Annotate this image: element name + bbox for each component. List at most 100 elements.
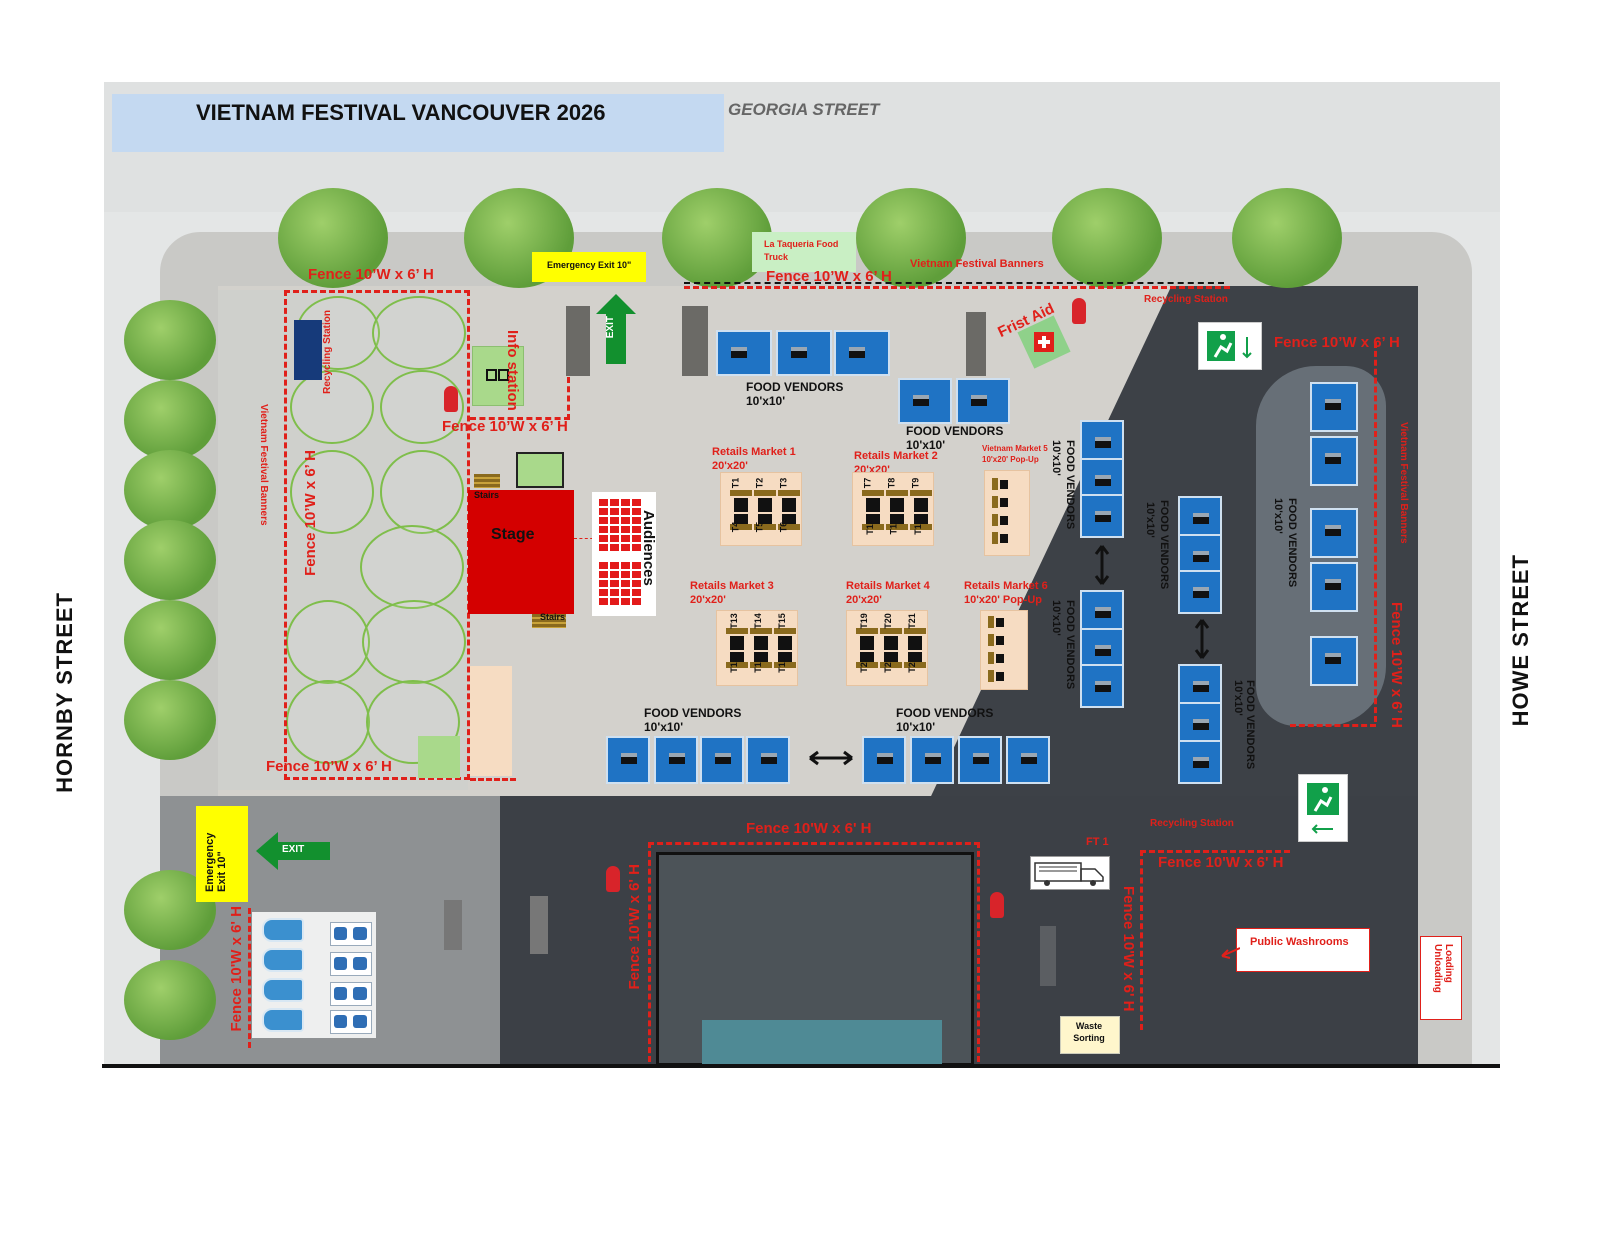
audience-seat — [620, 525, 631, 534]
street-tree — [1232, 188, 1342, 288]
audience-seat — [598, 525, 609, 534]
plan-tree — [380, 450, 464, 534]
food-vendor-booth — [1178, 496, 1222, 540]
market-table-top — [726, 628, 748, 634]
food-vendors-label: FOOD VENDORS — [644, 706, 742, 720]
food-vendor-booth — [956, 378, 1010, 424]
fence-washroom-side — [1140, 850, 1143, 1030]
backstage-box — [516, 452, 564, 488]
street-tree — [1052, 188, 1162, 288]
fire-extinguisher-icon — [1072, 298, 1086, 324]
popup-table — [1000, 480, 1008, 489]
emergency-exit-left-sign — [196, 806, 248, 902]
market-table-top — [904, 662, 926, 668]
market-3-size: 20'x20' — [690, 594, 726, 606]
market-table-top — [880, 628, 902, 634]
audience-seat — [609, 588, 620, 597]
stage-sightline — [574, 538, 604, 539]
plan-tree — [290, 450, 374, 534]
handwash-station-icon — [330, 982, 372, 1006]
audience-seat — [609, 597, 620, 606]
handwash-station-icon — [330, 922, 372, 946]
howe-street-label: HOWE STREET — [1508, 554, 1533, 727]
fire-extinguisher-icon — [990, 892, 1004, 918]
audience-seat — [631, 525, 642, 534]
fence-plaza-bottom — [470, 778, 516, 781]
popup-table — [992, 532, 998, 544]
popup-table — [996, 636, 1004, 645]
stage-label: Stage — [491, 526, 535, 543]
food-vendor-booth — [910, 736, 954, 784]
recycling-bin-west — [294, 320, 322, 380]
food-truck-icon — [1030, 856, 1110, 890]
food-vendors-label: FOOD VENDORS — [906, 424, 1004, 438]
food-vendor-booth — [1310, 562, 1358, 612]
street-tree — [124, 450, 216, 530]
market-table-label: T15 — [776, 613, 787, 629]
banners-label-east: Vietnam Festival Banners — [1398, 422, 1409, 544]
food-vendor-booth — [1178, 702, 1222, 746]
popup-table — [988, 634, 994, 646]
market-table-label: T17 — [752, 657, 763, 673]
audience-seat — [620, 534, 631, 543]
market-3-name: Retails Market 3 — [690, 580, 774, 592]
market-table — [778, 636, 792, 650]
audience-seat — [631, 543, 642, 552]
bottom-edge-line — [102, 1064, 1500, 1068]
popup-table — [992, 496, 998, 508]
food-vendors-size: 10'x10' — [1232, 680, 1244, 716]
audiences-label: Audiences — [640, 510, 657, 586]
market-4-name: Retails Market 4 — [846, 580, 930, 592]
popup-table — [988, 616, 994, 628]
audience-seat — [631, 507, 642, 516]
audience-seat — [609, 507, 620, 516]
audience-seat — [631, 561, 642, 570]
market-table-top — [774, 628, 796, 634]
emergency-exit-top-label: Emergency Exit 10" — [547, 260, 632, 270]
market-table-label: T18 — [776, 657, 787, 673]
double-arrow-vertical-icon — [1094, 544, 1110, 586]
bench — [966, 312, 986, 376]
market-6-size: 10'x20' Pop-Up — [964, 594, 1042, 606]
food-vendor-booth — [700, 736, 744, 784]
double-arrow-vertical-icon — [1194, 618, 1210, 660]
audience-seat — [609, 561, 620, 570]
info-station-table-icon — [486, 368, 510, 381]
exit-arrow-up-text: EXIT — [605, 316, 616, 339]
popup-table — [1000, 534, 1008, 543]
audience-seat — [620, 561, 631, 570]
recycling-label-west: Recycling Station — [322, 310, 333, 394]
market-5-name: Vietnam Market 5 — [982, 444, 1048, 453]
food-vendor-booth — [1006, 736, 1050, 784]
food-vendor-booth — [898, 378, 952, 424]
hornby-street-label: HORNBY STREET — [52, 592, 77, 793]
audience-seat — [620, 570, 631, 579]
loading-zone-label: Loading Unloading — [1432, 944, 1454, 993]
public-washrooms-box — [1236, 928, 1370, 972]
audience-seat — [609, 498, 620, 507]
audience-seat — [598, 588, 609, 597]
audience-seat — [598, 579, 609, 588]
popup-table — [988, 652, 994, 664]
lawn-green-pad — [418, 736, 460, 778]
recycling-label-north: Recycling Station — [1144, 294, 1228, 305]
market-table-top — [778, 490, 800, 496]
market-table-label: T9 — [910, 477, 921, 489]
loading-zone-box — [1420, 936, 1462, 1020]
market-table-top — [774, 662, 796, 668]
fence-label-lawn-bottom: Fence 10’W x 6’ H — [266, 758, 392, 775]
fence-label-east-side: Fence 10’W x 6’ H — [1388, 602, 1405, 728]
page-title: VIETNAM FESTIVAL VANCOUVER 2026 — [196, 100, 606, 125]
bottom-building-roof — [702, 1020, 942, 1064]
food-vendors-size: 10'x10' — [1144, 502, 1156, 538]
audience-seat — [598, 516, 609, 525]
market-table-label: T2 — [754, 477, 765, 489]
stairs-bottom-label: Stairs — [540, 612, 566, 622]
market-table-label: T8 — [886, 477, 897, 489]
market-table-label: T24 — [906, 657, 917, 673]
fence-info — [470, 340, 570, 420]
street-tree — [124, 380, 216, 460]
fence-label-lower-west: Fence 10'W x 6' H — [626, 864, 643, 990]
market-table — [884, 636, 898, 650]
food-vendors-size: 10'x10' — [644, 720, 684, 734]
